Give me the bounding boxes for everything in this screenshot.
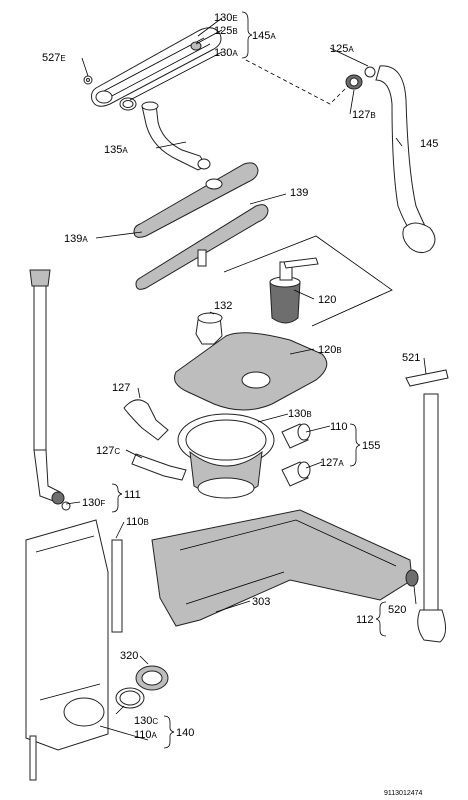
callout-139: 139 bbox=[290, 187, 308, 199]
callout-130e: 130E bbox=[214, 12, 238, 24]
valve-132-part bbox=[195, 312, 223, 345]
connector-127a-part bbox=[281, 461, 311, 487]
callout-130a: 130A bbox=[214, 47, 238, 59]
callout-brackets bbox=[111, 11, 387, 749]
upper-arm-pipe-part bbox=[141, 101, 211, 171]
callout-145: 145 bbox=[420, 138, 438, 150]
callout-120: 120 bbox=[318, 294, 336, 306]
seal-320-part bbox=[135, 665, 169, 691]
seal-ring-527e-part bbox=[83, 75, 93, 85]
callout-140: 140 bbox=[176, 727, 194, 739]
callout-520: 520 bbox=[388, 604, 406, 616]
leader-lines bbox=[65, 17, 427, 741]
seal-130c-part bbox=[115, 687, 145, 709]
sump-housing-part bbox=[177, 413, 275, 499]
callout-110: 110 bbox=[330, 421, 348, 433]
hose-127c-part bbox=[131, 453, 187, 481]
callout-125a: 125A bbox=[330, 43, 354, 55]
housing-140-part bbox=[25, 519, 123, 781]
filter-cylinder-part bbox=[269, 257, 319, 324]
callout-130c: 130C bbox=[134, 715, 158, 727]
callout-135a: 135A bbox=[104, 144, 128, 156]
upper-spray-arm-part bbox=[91, 27, 222, 107]
callout-127a: 127A bbox=[320, 457, 344, 469]
callout-145a: 145A bbox=[252, 30, 276, 42]
callout-120b: 120B bbox=[318, 344, 342, 356]
callout-130b: 130B bbox=[288, 408, 312, 420]
base-frame-303-part bbox=[151, 509, 413, 627]
connector-110-part bbox=[281, 423, 311, 449]
callout-112: 112 bbox=[356, 614, 374, 626]
callout-303: 303 bbox=[252, 596, 270, 608]
callout-521: 521 bbox=[402, 352, 420, 364]
seal-ring-130a-part bbox=[119, 97, 137, 111]
callout-139a: 139A bbox=[64, 233, 88, 245]
callout-130f: 130F bbox=[82, 497, 105, 509]
callout-110b: 110B bbox=[126, 516, 149, 528]
callout-127b: 127B bbox=[352, 109, 376, 121]
filter-plate-120b-part bbox=[174, 332, 328, 411]
callout-111: 111 bbox=[124, 489, 141, 501]
drain-hose-112-part bbox=[405, 369, 449, 643]
callout-127c: 127C bbox=[96, 445, 120, 457]
connector-127b-part bbox=[345, 66, 376, 90]
hose-127-part bbox=[123, 399, 169, 441]
drawing-code: 9113012474 bbox=[384, 790, 423, 797]
callout-527e: 527E bbox=[42, 52, 66, 64]
callout-320: 320 bbox=[120, 650, 138, 662]
callout-132: 132 bbox=[214, 300, 232, 312]
callout-155: 155 bbox=[362, 440, 380, 452]
callout-127: 127 bbox=[112, 382, 130, 394]
inlet-hose-111-part bbox=[29, 269, 71, 511]
hose-145-part bbox=[375, 65, 436, 254]
callout-125b: 125B bbox=[214, 25, 238, 37]
callout-110a: 110A bbox=[134, 729, 158, 741]
lower-spray-arm-part bbox=[133, 162, 269, 290]
